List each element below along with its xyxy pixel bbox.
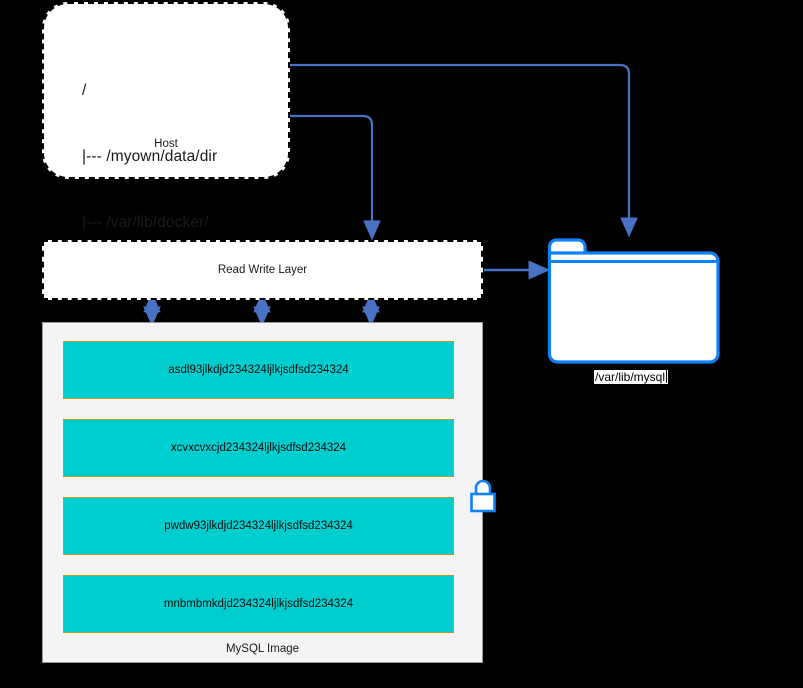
image-layer-id: xcvxcvxcjd234324ljlkjsdfsd234324 bbox=[170, 442, 347, 454]
host-label: Host bbox=[154, 138, 178, 150]
host-tree-line-2: |--- /var/lib/docker/ bbox=[82, 214, 209, 231]
host-tree-line-0: / bbox=[82, 82, 87, 99]
host-box: / |--- /myown/data/dir |--- /var/lib/doc… bbox=[42, 2, 290, 297]
read-write-layer-box: Read Write Layer bbox=[42, 240, 483, 300]
image-layer: asdl93jlkdjd234324ljlkjsdfsd234324 bbox=[63, 341, 454, 399]
mysql-image-container: asdl93jlkdjd234324ljlkjsdfsd234324 xcvxc… bbox=[42, 322, 483, 663]
connector-myown-data-dir-to-volume bbox=[264, 63, 638, 238]
lock-icon bbox=[470, 479, 496, 513]
image-layer: pwdw93jlkdjd234324ljlkjsdfsd234324 bbox=[63, 497, 454, 555]
image-layer: xcvxcvxcjd234324ljlkjsdfsd234324 bbox=[63, 419, 454, 477]
image-layer-id: asdl93jlkdjd234324ljlkjsdfsd234324 bbox=[168, 364, 349, 376]
volume-path-label: /var/lib/mysql bbox=[594, 370, 669, 384]
image-layer: mnbmbmkdjd234324ljlkjsdfsd234324 bbox=[63, 575, 454, 633]
image-layer-id: pwdw93jlkdjd234324ljlkjsdfsd234324 bbox=[164, 520, 353, 532]
folder-icon bbox=[547, 238, 720, 364]
host-tree-line-1: |--- /myown/data/dir bbox=[82, 148, 218, 165]
image-layer-id: mnbmbmkdjd234324ljlkjsdfsd234324 bbox=[163, 598, 354, 610]
read-write-layer-label: Read Write Layer bbox=[217, 264, 308, 276]
mysql-image-label: MySQL Image bbox=[225, 643, 300, 655]
